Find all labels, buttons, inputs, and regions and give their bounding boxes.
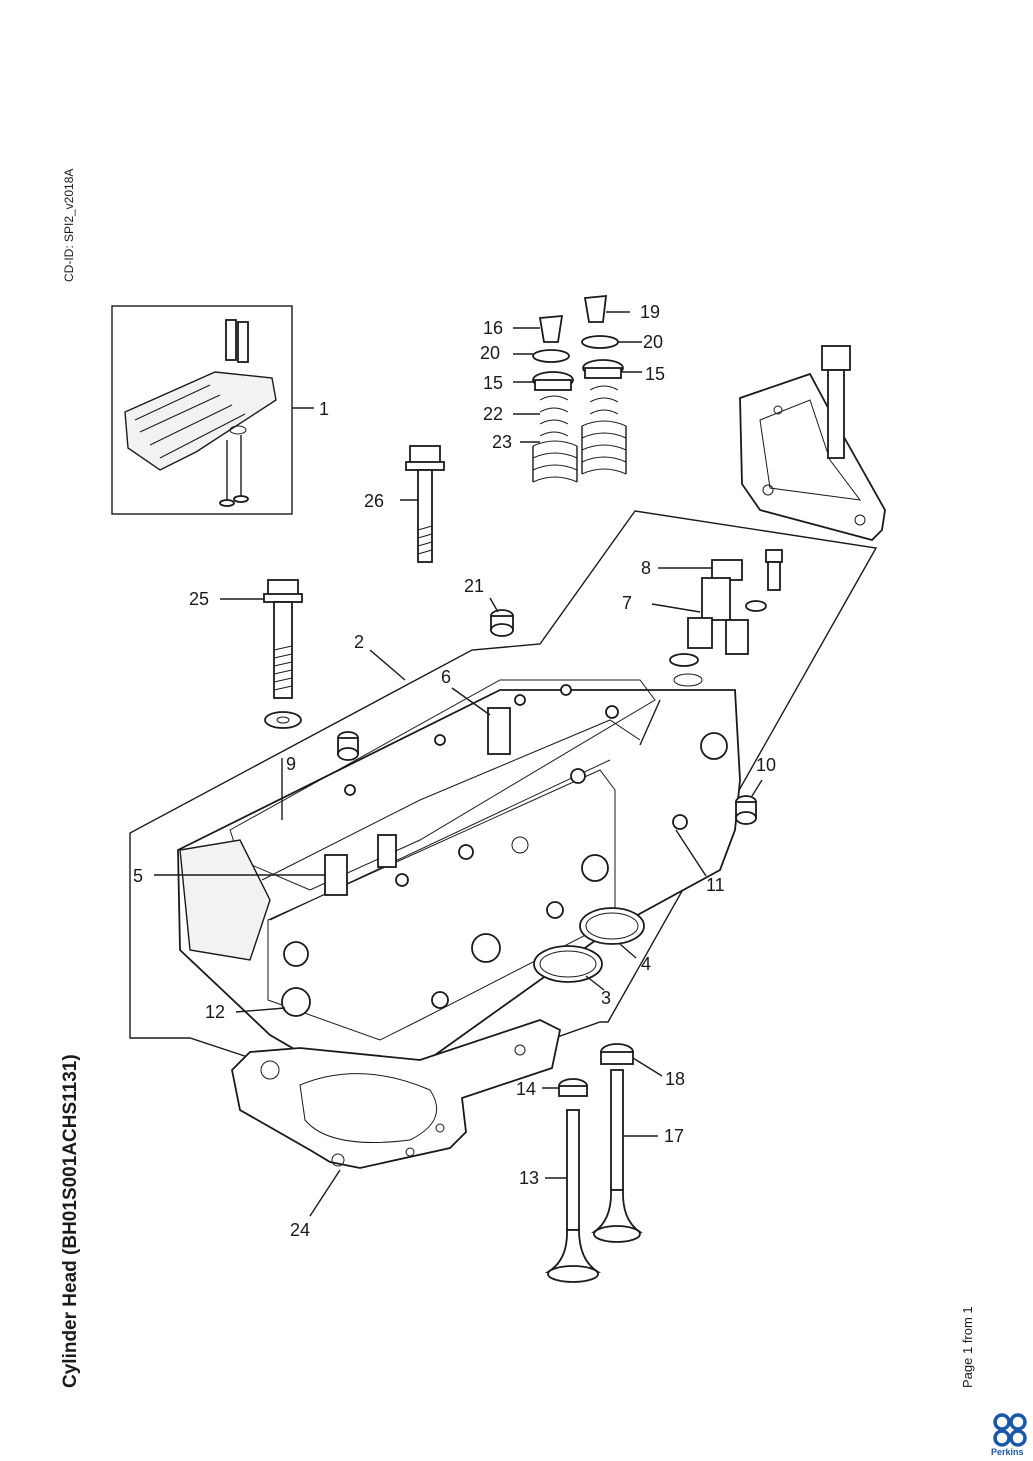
callout-numbers: 1 2 3 4 5 6 7 8 9 10 11 12 13 14 15 15 1… [133, 302, 776, 1240]
callout-8: 8 [641, 558, 651, 578]
callout-20b: 20 [643, 332, 663, 352]
leader-lines [154, 311, 763, 1217]
callout-16: 16 [483, 318, 503, 338]
callout-4: 4 [641, 954, 651, 974]
valves [544, 1043, 643, 1283]
plug-21 [490, 609, 514, 637]
dowel-9 [337, 731, 359, 761]
callout-18: 18 [665, 1069, 685, 1089]
seal-rings [533, 907, 645, 983]
callout-19: 19 [640, 302, 660, 322]
valve-springs-right [581, 294, 627, 475]
perkins-logo [993, 1413, 1027, 1447]
callout-20a: 20 [480, 343, 500, 363]
callout-26: 26 [364, 491, 384, 511]
callout-15b: 15 [645, 364, 665, 384]
bolt-25 [263, 579, 303, 729]
valve-springs-left [532, 314, 578, 483]
callout-6: 6 [441, 667, 451, 687]
callout-25: 25 [189, 589, 209, 609]
lifting-bracket [739, 345, 886, 542]
callout-7: 7 [622, 593, 632, 613]
injector-assembly [639, 549, 783, 746]
callout-14: 14 [516, 1079, 536, 1099]
callout-1: 1 [319, 399, 329, 419]
callout-2: 2 [354, 632, 364, 652]
cylinder-head [177, 679, 741, 1091]
bolt-26 [405, 445, 445, 563]
sleeve-10 [735, 795, 757, 825]
callout-13: 13 [519, 1168, 539, 1188]
callout-5: 5 [133, 866, 143, 886]
callout-22: 22 [483, 404, 503, 424]
callout-9: 9 [286, 754, 296, 774]
head-gasket [231, 1019, 562, 1169]
callout-12: 12 [205, 1002, 225, 1022]
assembly-inset [111, 305, 314, 515]
callout-17: 17 [664, 1126, 684, 1146]
callout-10: 10 [756, 755, 776, 775]
callout-11: 11 [706, 875, 725, 895]
callout-3: 3 [601, 988, 611, 1008]
callout-24: 24 [290, 1220, 310, 1240]
brand-name: Perkins [991, 1447, 1024, 1457]
group-outline [129, 510, 878, 1101]
callout-15a: 15 [483, 373, 503, 393]
callout-23: 23 [492, 432, 512, 452]
callout-21: 21 [464, 576, 484, 596]
